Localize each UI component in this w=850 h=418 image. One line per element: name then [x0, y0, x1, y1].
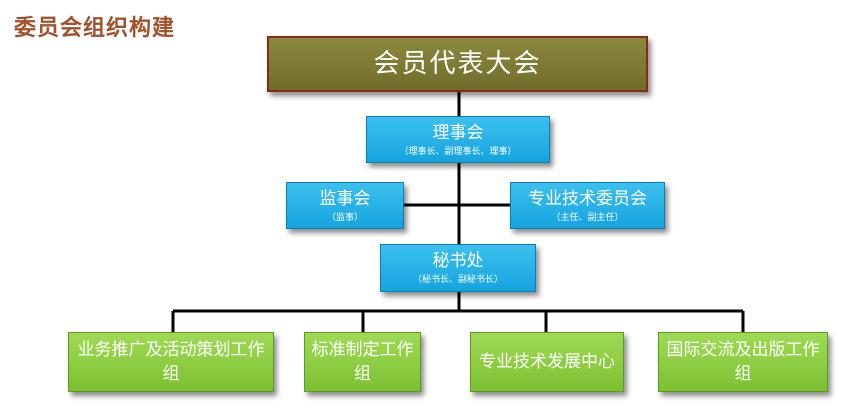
group-box-4: 国际交流及出版工作组	[658, 332, 828, 392]
group-box-2: 标准制定工作组	[304, 332, 421, 392]
group-title: 专业技术发展中心	[479, 352, 615, 372]
tech-committee-box: 专业技术委员会 （主任、副主任）	[510, 182, 665, 229]
supervisory-subtitle: （监事）	[326, 212, 363, 223]
group-title: 业务推广及活动策划工作组	[77, 340, 265, 384]
secretariat-box: 秘书处 （秘书长、副秘书长）	[380, 244, 536, 292]
council-box: 理事会 （理事长、副理事长、理事）	[366, 116, 550, 163]
general-assembly-box: 会员代表大会	[267, 36, 648, 92]
council-subtitle: （理事长、副理事长、理事）	[399, 146, 517, 157]
group-title: 标准制定工作组	[311, 340, 414, 384]
secretariat-title: 秘书处	[432, 251, 484, 271]
tech-committee-title: 专业技术委员会	[528, 188, 647, 209]
group-box-3: 专业技术发展中心	[470, 332, 624, 392]
group-box-1: 业务推广及活动策划工作组	[68, 332, 274, 392]
council-title: 理事会	[432, 122, 484, 143]
secretariat-subtitle: （秘书长、副秘书长）	[412, 275, 503, 285]
supervisory-box: 监事会 （监事）	[286, 182, 404, 229]
supervisory-title: 监事会	[319, 188, 371, 209]
group-title: 国际交流及出版工作组	[666, 340, 820, 384]
page-title: 委员会组织构建	[14, 16, 176, 41]
general-assembly-title: 会员代表大会	[373, 49, 542, 79]
tech-committee-subtitle: （主任、副主任）	[551, 212, 624, 223]
